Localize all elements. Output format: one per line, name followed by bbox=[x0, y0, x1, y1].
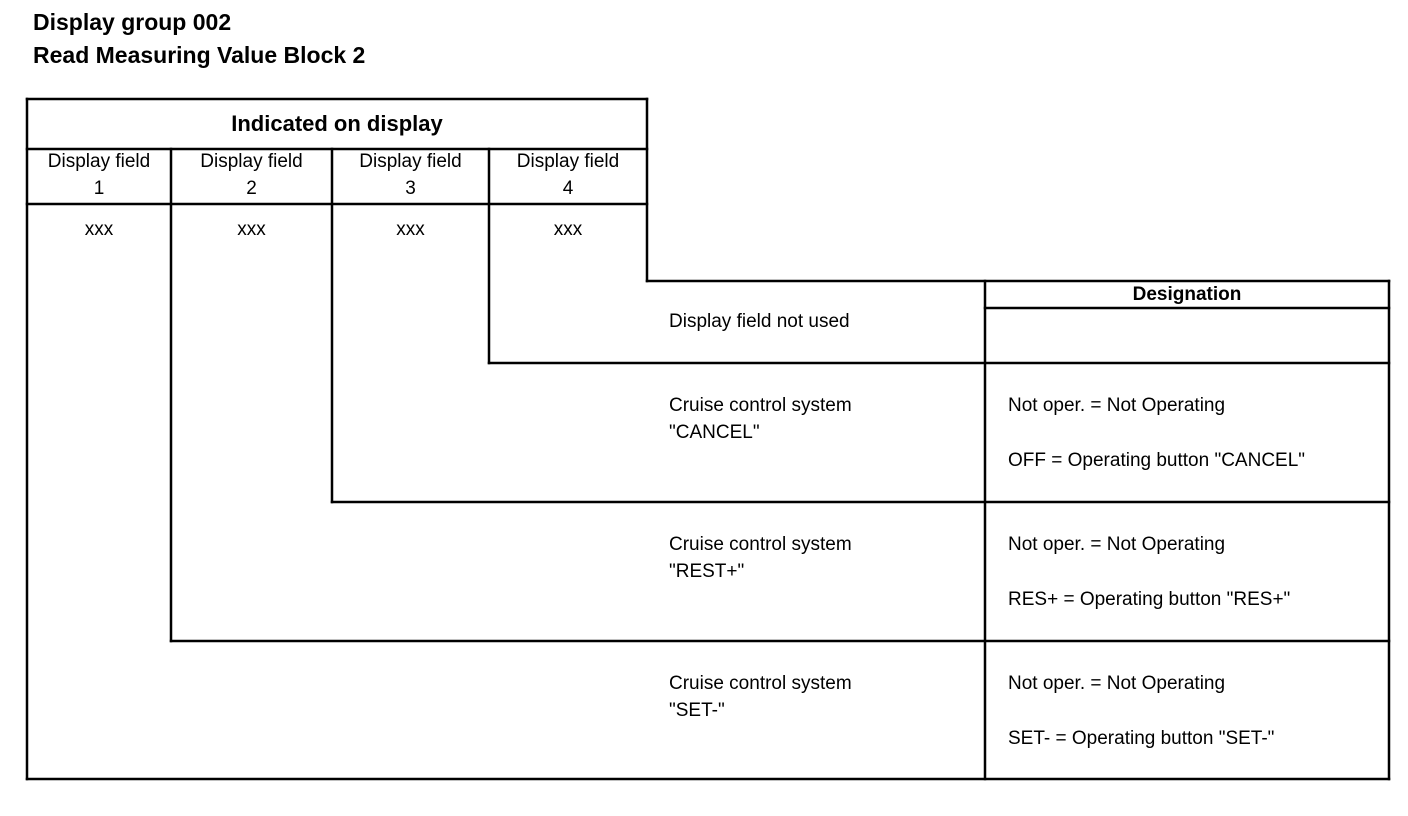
display-field-1-label: Display field 1 bbox=[27, 148, 171, 202]
row-3-designation-line1: Not oper. = Not Operating bbox=[1008, 534, 1226, 555]
display-field-1-label-line2: 1 bbox=[93, 178, 105, 199]
page-subtitle: Read Measuring Value Block 2 bbox=[33, 42, 366, 68]
display-field-4-value: xxx bbox=[553, 219, 583, 240]
row-3-description-line2: "REST+" bbox=[669, 561, 745, 582]
display-field-4-label: Display field 4 bbox=[489, 148, 647, 202]
display-field-4-label-line2: 4 bbox=[562, 178, 574, 199]
row-1-description-line1: Display field not used bbox=[669, 311, 850, 332]
display-field-2-label-line2: 2 bbox=[246, 178, 257, 199]
row-3-description-line1: Cruise control system bbox=[669, 534, 852, 555]
row-1-description: Display field not used bbox=[669, 308, 850, 335]
row-4-description: Cruise control system "SET-" bbox=[669, 670, 852, 724]
row-2-designation-line2: OFF = Operating button "CANCEL" bbox=[1008, 450, 1306, 471]
row-3-description: Cruise control system "REST+" bbox=[669, 531, 852, 585]
display-field-4-label-line1: Display field bbox=[516, 151, 620, 172]
display-field-2-label-line1: Display field bbox=[200, 151, 303, 172]
row-3-designation-line2: RES+ = Operating button "RES+" bbox=[1008, 589, 1291, 610]
row-2-description-line2: "CANCEL" bbox=[669, 422, 760, 443]
row-4-description-line1: Cruise control system bbox=[669, 673, 852, 694]
display-field-3-label-line1: Display field bbox=[359, 151, 462, 172]
display-field-1-label-line1: Display field bbox=[47, 151, 151, 172]
page-title: Display group 002 bbox=[33, 9, 232, 35]
row-4-designation-line1: Not oper. = Not Operating bbox=[1008, 673, 1226, 694]
row-2-designation-line1: Not oper. = Not Operating bbox=[1008, 395, 1226, 416]
row-4-designation-line2: SET- = Operating button "SET-" bbox=[1008, 728, 1275, 749]
display-field-1-value: xxx bbox=[84, 219, 114, 240]
display-field-2-label: Display field 2 bbox=[171, 148, 332, 202]
display-field-3-label: Display field 3 bbox=[332, 148, 489, 202]
row-2-description-line1: Cruise control system bbox=[669, 395, 852, 416]
table-header: Indicated on display bbox=[231, 111, 443, 136]
row-2-description: Cruise control system "CANCEL" bbox=[669, 392, 852, 446]
designation-header: Designation bbox=[1132, 284, 1242, 305]
display-field-2-value: xxx bbox=[237, 219, 266, 240]
display-field-3-label-line2: 3 bbox=[405, 178, 416, 199]
display-field-3-value: xxx bbox=[396, 219, 425, 240]
row-4-description-line2: "SET-" bbox=[669, 700, 725, 721]
